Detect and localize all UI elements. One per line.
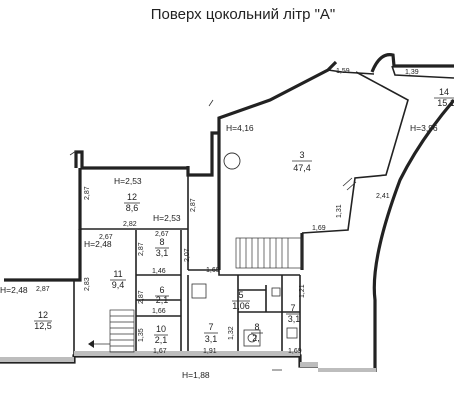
svg-text:1,46: 1,46 [152,268,166,275]
height-right-room: H=3,96 [410,123,438,133]
height-bottom: H=1,88 [182,370,210,380]
svg-text:7: 7 [290,303,295,313]
room-label-8-upper: 8 3,1 [155,237,169,258]
staircase-left [88,309,135,353]
dimension-labels: 1,59 1,39 2,41 1,31 1,69 2,87 2,87 2,82 … [36,68,419,355]
svg-text:2,87: 2,87 [36,286,50,293]
fixtures [191,283,298,371]
svg-text:1,06: 1,06 [232,301,250,311]
door-marks [69,99,357,191]
room-label-11: 11 9,4 [110,269,126,290]
svg-text:1,21: 1,21 [299,284,306,298]
svg-text:3: 3 [299,150,304,160]
svg-text:1,66: 1,66 [152,308,166,315]
svg-text:47,4: 47,4 [293,163,311,173]
svg-text:8: 8 [159,237,164,247]
room-label-3: 3 47,4 [292,150,312,173]
svg-text:1,69: 1,69 [206,267,220,274]
svg-text:8,6: 8,6 [126,203,139,213]
room-label-12-lower: 12 12,5 [34,310,52,331]
column-circle [223,152,241,170]
svg-text:1,67: 1,67 [153,348,167,355]
svg-text:8: 8 [254,322,259,332]
height-room-12-upper: H=2,53 [114,176,142,186]
svg-text:11: 11 [113,269,122,279]
svg-text:2,1: 2,1 [156,295,169,305]
svg-text:9,4: 9,4 [112,280,125,290]
svg-text:2,87: 2,87 [138,242,145,256]
svg-text:2,87: 2,87 [190,198,197,212]
svg-text:1,32: 1,32 [228,326,235,340]
svg-text:2,1: 2,1 [155,335,168,345]
svg-text:2,82: 2,82 [123,221,137,228]
svg-text:1,69: 1,69 [288,348,302,355]
svg-text:1,91: 1,91 [203,348,217,355]
room-label-6: 6 2,1 [155,285,169,305]
svg-text:14: 14 [439,87,449,97]
svg-text:2,67: 2,67 [99,234,113,241]
height-left-room: H=2,48 [0,285,28,295]
room-label-12-upper: 12 8,6 [124,192,140,213]
svg-text:1,35: 1,35 [138,328,145,342]
height-room-11: H=2,48 [84,239,112,249]
room-label-14: 14 15,1 [434,87,454,108]
walls [0,53,454,372]
shading [0,351,376,372]
svg-text:1,31: 1,31 [336,204,343,218]
svg-text:2,41: 2,41 [376,193,390,200]
svg-text:12: 12 [127,192,137,202]
svg-text:1,59: 1,59 [336,68,350,75]
room-label-10: 10 2,1 [154,324,168,345]
svg-text:6: 6 [159,285,164,295]
svg-text:5: 5 [238,290,243,300]
svg-text:7: 7 [208,322,213,332]
svg-text:2,87: 2,87 [84,186,91,200]
plan-title: Поверх цокольний літр "А" [151,6,336,23]
svg-text:2,83: 2,83 [84,277,91,291]
room-label-7-left: 7 3,1 [204,322,218,344]
svg-text:1,39: 1,39 [405,69,419,76]
svg-text:15,1: 15,1 [437,98,454,108]
svg-text:3,1: 3,1 [156,248,169,258]
svg-text:12: 12 [38,310,48,320]
svg-text:12,5: 12,5 [34,321,52,331]
svg-text:2,67: 2,67 [155,231,169,238]
svg-text:2,: 2, [252,333,260,343]
svg-text:3,1: 3,1 [205,334,218,344]
room-label-7-right: 7 3,1 [286,303,300,324]
svg-text:3,1: 3,1 [288,314,301,324]
svg-text:10: 10 [156,324,166,334]
height-room-8: H=2,53 [153,213,181,223]
svg-text:2,07: 2,07 [184,248,191,262]
staircase-main [235,237,303,269]
height-main-hall: H=4,16 [226,123,254,133]
room-label-5: 5 1,06 [232,290,250,311]
svg-text:2,87: 2,87 [138,290,145,304]
svg-text:1,69: 1,69 [312,225,326,232]
room-label-8-lower: 8 2, [251,322,263,343]
